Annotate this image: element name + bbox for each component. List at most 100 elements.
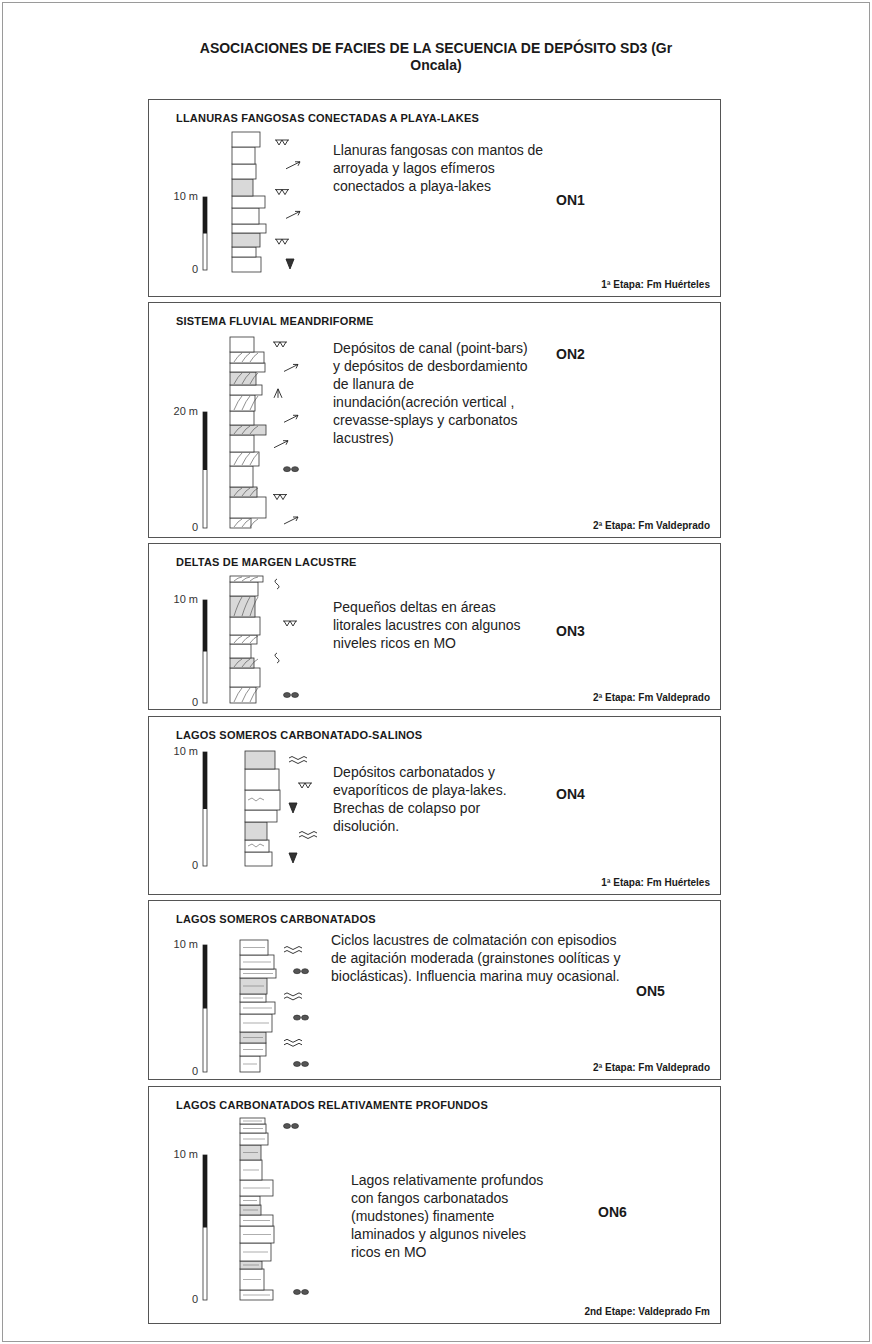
bed <box>232 179 253 196</box>
arrow-symbol <box>284 415 298 422</box>
bed <box>240 1014 272 1032</box>
stage-label: 2ª Etapa: Fm Valdeprado <box>593 1062 710 1073</box>
bed <box>232 196 265 208</box>
scale-label: 20 m <box>174 405 198 417</box>
cross-lamination <box>234 373 242 384</box>
lamination <box>243 1121 262 1122</box>
bed <box>240 1032 266 1043</box>
cross-lamination <box>234 636 242 643</box>
bed <box>245 790 280 810</box>
bed <box>230 435 254 452</box>
cross-lamination <box>250 519 258 527</box>
description: Llanuras fangosas con mantos de arroyada… <box>333 141 548 195</box>
lamination <box>243 1279 261 1280</box>
bed <box>230 363 265 372</box>
bed <box>240 955 274 969</box>
diagram-title: ASOCIACIONES DE FACIES DE LA SECUENCIA D… <box>186 40 686 74</box>
scale-bar-fill <box>203 752 207 809</box>
ooid-symbol <box>292 693 299 698</box>
cross-lamination <box>242 636 250 643</box>
bed <box>232 247 256 257</box>
bed <box>240 1261 262 1269</box>
lamination <box>243 1210 258 1211</box>
facies-box: LAGOS CARBONATADOS RELATIVAMENTE PROFUND… <box>148 1086 721 1324</box>
stage-label: 2nd Etape: Valdeprado Fm <box>584 1306 710 1317</box>
drop-symbol <box>286 259 294 269</box>
arrow-symbol <box>286 211 300 218</box>
lamination <box>243 1139 265 1140</box>
scale-bar-fill <box>203 945 207 1009</box>
scale-label: 10 m <box>174 938 198 950</box>
bed <box>240 1215 273 1226</box>
wave-symbol <box>284 1039 302 1046</box>
bed <box>230 411 254 425</box>
facies-box: DELTAS DE MARGEN LACUSTREPequeños deltas… <box>148 543 721 710</box>
stage-label: 2ª Etapa: Fm Valdeprado <box>593 520 710 531</box>
root-symbol <box>298 783 312 788</box>
scale-bar-fill <box>203 197 207 234</box>
facies-code: ON1 <box>556 192 585 208</box>
bed <box>232 233 260 247</box>
cross-lamination <box>250 577 258 581</box>
scale-bar <box>203 197 207 270</box>
scale-bar <box>203 945 207 1072</box>
facies-code: ON2 <box>556 346 585 362</box>
ooid-symbol <box>294 1062 301 1067</box>
bed <box>245 840 269 852</box>
lamination <box>243 1220 270 1221</box>
arrow-symbol <box>286 162 300 169</box>
bed <box>240 1118 265 1124</box>
cross-lamination <box>250 373 258 384</box>
stage-label: 1ª Etapa: Fm Huérteles <box>601 279 710 290</box>
bed <box>240 1124 266 1133</box>
bed <box>240 1145 261 1160</box>
lamination <box>243 973 273 974</box>
bed <box>245 822 267 840</box>
box-heading: LLANURAS FANGOSAS CONECTADAS A PLAYA-LAK… <box>176 112 479 124</box>
bed <box>232 164 256 179</box>
bed <box>240 1243 271 1261</box>
bed <box>245 751 275 769</box>
scale-bar <box>203 1155 207 1300</box>
bed <box>230 487 257 497</box>
cross-lamination <box>234 353 242 362</box>
ooid-symbol <box>294 969 301 974</box>
bed <box>230 385 262 395</box>
cross-lamination <box>234 426 242 434</box>
bed <box>230 635 257 644</box>
ooid-symbol <box>292 467 299 472</box>
facies-code: ON4 <box>556 786 585 802</box>
cross-lamination <box>242 577 250 581</box>
facies-box: SISTEMA FLUVIAL MEANDRIFORMEDepósitos de… <box>148 302 721 538</box>
box-heading: LAGOS SOMEROS CARBONATADO-SALINOS <box>176 729 422 741</box>
lamination <box>243 986 264 987</box>
ooid-symbol <box>284 467 291 472</box>
stage-label: 1ª Etapa: Fm Huérteles <box>601 877 710 888</box>
scale-label: 0 <box>192 859 198 871</box>
bed <box>240 978 267 994</box>
cross-lamination <box>250 488 258 496</box>
bed <box>240 969 276 978</box>
cross-lamination <box>242 688 250 702</box>
scale-label: 0 <box>192 1293 198 1305</box>
ooid-symbol <box>302 969 309 974</box>
bed <box>232 224 266 233</box>
description: Lagos relativamente profundos con fangos… <box>351 1171 556 1261</box>
cross-lamination <box>242 519 250 527</box>
facies-code: ON6 <box>598 1204 627 1220</box>
cross-lamination <box>234 488 242 496</box>
lamination <box>243 1049 263 1050</box>
cross-lamination <box>250 396 258 410</box>
cross-lamination <box>242 426 250 434</box>
strat-column <box>203 940 309 1072</box>
scale-bar <box>203 600 207 703</box>
drop-symbol <box>289 853 297 863</box>
cross-lamination <box>250 636 258 643</box>
bed <box>232 257 261 272</box>
lamination <box>243 1152 258 1153</box>
bed <box>230 596 255 617</box>
cross-lamination <box>234 577 242 581</box>
strat-column <box>203 751 317 866</box>
plant-symbol <box>274 389 282 398</box>
lamination <box>243 1295 270 1296</box>
